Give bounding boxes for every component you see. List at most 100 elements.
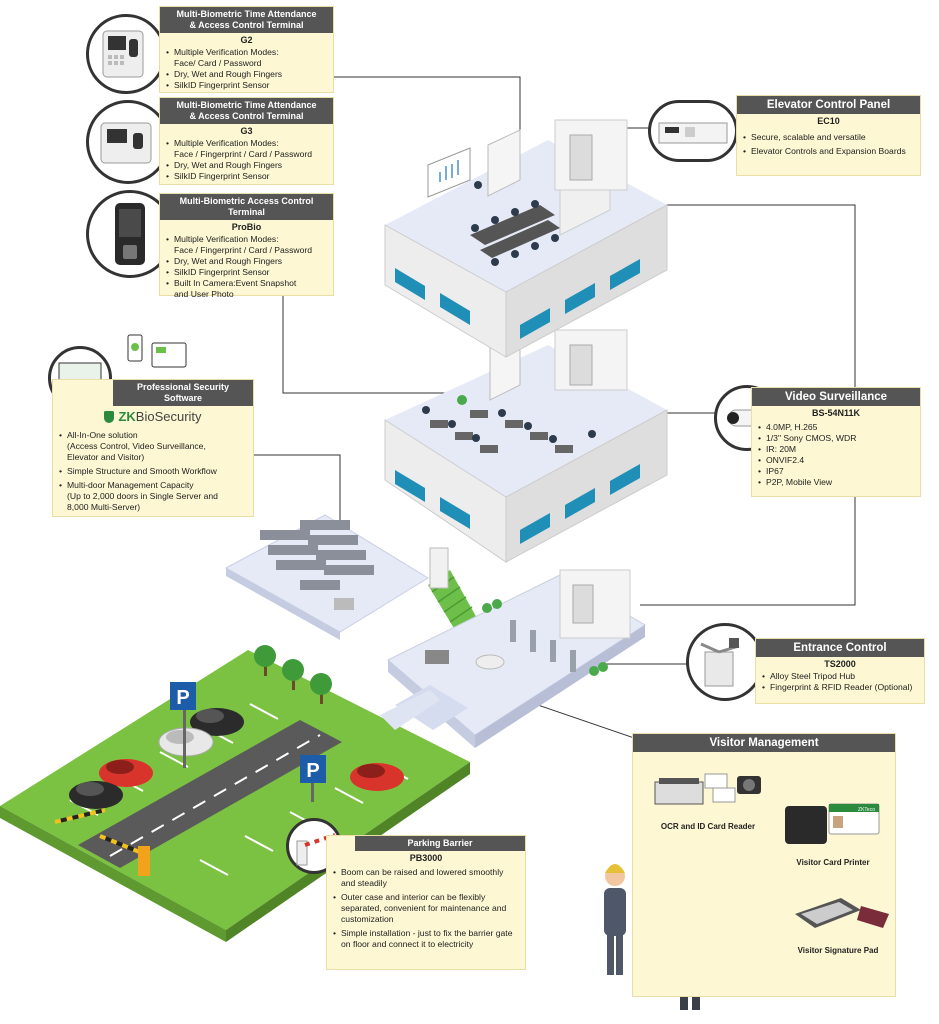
trees [254, 645, 332, 704]
probio-feature: Multiple Verification Modes: [166, 234, 327, 245]
video-title: Video Surveillance [752, 388, 920, 406]
parking-feature: Outer case and interior can be flexibly [333, 892, 519, 903]
parking-callout: Parking Barrier PB3000 Boom can be raise… [327, 836, 525, 969]
ocr-caption: OCR and ID Card Reader [660, 822, 756, 831]
video-feature: 4.0MP, H.265 [758, 422, 914, 433]
probio-feature: SilkID Fingerprint Sensor [166, 267, 327, 278]
software-title: Professional Security Software [113, 380, 253, 406]
svg-text:P: P [306, 760, 319, 782]
turnstile-circle [686, 623, 764, 701]
entrance-model: TS2000 [824, 659, 856, 669]
g2-title-line1: Multi-Biometric Time Attendance [176, 9, 317, 19]
parking-feature: Boom can be raised and lowered smoothly [333, 867, 519, 878]
g3-title: Multi-Biometric Time Attendance & Access… [160, 98, 333, 124]
probio-feature: and User Photo [174, 289, 234, 299]
entrance-feature: Fingerprint & RFID Reader (Optional) [762, 682, 918, 693]
g2-device-circle [86, 14, 166, 94]
software-feature: 8,000 Multi-Server) [67, 502, 141, 512]
server-room [224, 514, 429, 640]
parking-feature: and steadily [341, 878, 387, 888]
parking-feature: separated, convenient for maintenance an… [341, 903, 507, 913]
elevator-title: Elevator Control Panel [737, 96, 920, 114]
probio-feature: Face / Fingerprint / Card / Password [174, 245, 313, 255]
top-floor [384, 119, 668, 358]
video-callout: Video Surveillance BS-54N11K 4.0MP, H.26… [752, 388, 920, 496]
probio-feature: Dry, Wet and Rough Fingers [166, 256, 327, 267]
elevator-circle [648, 100, 738, 162]
middle-floor [384, 329, 668, 563]
g2-callout: Multi-Biometric Time Attendance & Access… [160, 7, 333, 92]
stairs [428, 547, 478, 635]
ocr-reader-icon [654, 773, 761, 805]
card-printer-icon: ZKTeco [785, 803, 880, 844]
entrance-feature: Alloy Steel Tripod Hub [762, 671, 918, 682]
g3-feature: Multiple Verification Modes: [166, 138, 327, 149]
probio-device-circle [86, 190, 174, 278]
g2-feature: Multiple Verification Modes: [166, 47, 327, 58]
visitor-panel: Visitor Management OCR and ID Card Reade… [633, 734, 895, 996]
g3-title-line1: Multi-Biometric Time Attendance [176, 100, 317, 110]
barrier-arms [54, 808, 150, 876]
video-feature: 1/3" Sony CMOS, WDR [758, 433, 914, 444]
control-panel-icon [658, 122, 728, 144]
video-model: BS-54N11K [811, 408, 861, 418]
video-feature: P2P, Mobile View [758, 477, 914, 488]
tripod-turnstile-icon [700, 638, 740, 687]
g2-feature: SilkID Fingerprint Sensor [166, 80, 327, 91]
video-feature: IR: 20M [758, 444, 914, 455]
probio-title: Multi-Biometric Access Control Terminal [160, 194, 333, 220]
software-callout: Professional Security Software ZKBioSecu… [53, 380, 253, 516]
printer-caption: Visitor Card Printer [796, 858, 870, 867]
parking-feature: on floor and connect it to electricity [341, 939, 474, 949]
software-feature: (Up to 2,000 doors in Single Server and [67, 491, 218, 501]
g3-model: G3 [240, 126, 253, 136]
g2-feature: Dry, Wet and Rough Fingers [166, 69, 327, 80]
g2-title: Multi-Biometric Time Attendance & Access… [160, 7, 333, 33]
parking-feature: customization [341, 914, 394, 924]
signature-pad-icon [795, 898, 889, 928]
elevator-feature: Elevator Controls and Expansion Boards [743, 146, 914, 157]
elevator-model: EC10 [817, 116, 840, 126]
parking-title: Parking Barrier [355, 836, 525, 851]
parking-feature: Simple installation - just to fix the ba… [333, 928, 519, 939]
logo-bio: BioSecurity [135, 409, 202, 424]
svg-text:P: P [176, 687, 189, 709]
fingerprint-terminal-icon [100, 122, 152, 164]
g3-callout: Multi-Biometric Time Attendance & Access… [160, 98, 333, 184]
elevator-callout: Elevator Control Panel EC10 Secure, scal… [737, 96, 920, 175]
zkbiosecurity-logo: ZKBioSecurity [53, 409, 253, 424]
software-feature: Multi-door Management Capacity [59, 480, 247, 491]
face-terminal-icon [115, 203, 145, 265]
probio-model: ProBio [231, 222, 262, 232]
fingerprint-terminal-icon [102, 30, 144, 78]
g3-feature: Dry, Wet and Rough Fingers [166, 160, 327, 171]
parking-sign-icon: P P [170, 682, 326, 802]
lobby [380, 569, 646, 748]
software-feature: All-In-One solution [59, 430, 247, 441]
g2-feature: Face/ Card / Password [174, 58, 262, 68]
g2-model: G2 [240, 35, 253, 45]
entrance-title: Entrance Control [756, 639, 924, 657]
software-feature: Elevator and Visitor) [67, 452, 145, 462]
software-feature: (Access Control, Video Surveillance, [67, 441, 206, 451]
visitor-title: Visitor Management [633, 734, 895, 752]
elevator-feature: Secure, scalable and versatile [743, 132, 914, 143]
g3-device-circle [86, 100, 170, 184]
cars [69, 708, 404, 809]
software-feature: Simple Structure and Smooth Workflow [59, 466, 247, 477]
probio-feature: Built In Camera:Event Snapshot [166, 278, 327, 289]
logo-zk: ZK [118, 409, 136, 424]
entrance-callout: Entrance Control TS2000 Alloy Steel Trip… [756, 639, 924, 703]
shield-icon [104, 410, 115, 423]
parking-model: PB3000 [409, 853, 443, 863]
parking-lot: P P [0, 645, 470, 942]
g3-feature: SilkID Fingerprint Sensor [166, 171, 327, 182]
video-feature: ONVIF2.4 [758, 455, 914, 466]
pad-caption: Visitor Signature Pad [797, 946, 879, 955]
g2-title-line2: & Access Control Terminal [189, 20, 304, 30]
g3-title-line2: & Access Control Terminal [189, 111, 304, 121]
g3-feature: Face / Fingerprint / Card / Password [174, 149, 313, 159]
mobile-devices-icon [127, 334, 187, 368]
card-brand: ZKTeco [858, 807, 875, 813]
